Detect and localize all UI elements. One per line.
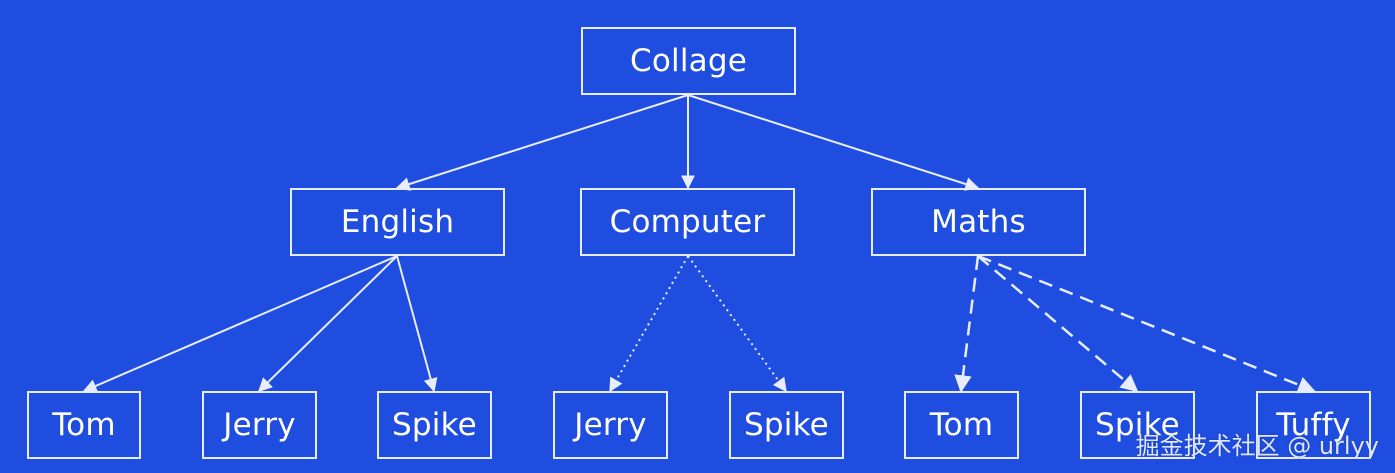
edge-english-spike [396,255,438,393]
edge-maths-spike [977,255,1139,393]
node-label: Maths [931,204,1026,240]
node-label: Jerry [574,407,647,443]
node-english: English [290,188,505,256]
node-tom-english: Tom [27,391,141,459]
node-label: Tom [929,407,994,443]
edge-collage-english [395,94,689,191]
node-label: Jerry [223,407,296,443]
node-label: English [340,204,455,240]
node-spike-computer: Spike [729,391,844,459]
node-jerry-english: Jerry [202,391,317,459]
node-maths: Maths [871,188,1086,256]
edge-english-jerry [257,255,398,392]
edge-computer-spike [687,255,787,393]
node-spike-maths: Spike [1080,391,1195,459]
node-label: Spike [1095,407,1180,443]
edge-maths-tuffy [977,254,1316,394]
node-label: Tom [52,407,116,443]
node-computer: Computer [580,188,795,256]
node-jerry-computer: Jerry [553,391,668,459]
node-tom-maths: Tom [904,391,1019,459]
edge-english-tom [82,255,398,393]
node-label: Tuffy [1276,407,1351,443]
node-label: Computer [609,204,766,240]
edge-collage-maths [687,94,980,191]
node-collage: Collage [581,27,796,95]
node-spike-english: Spike [377,391,492,459]
node-label: Spike [744,407,829,443]
watermark: 掘金技术社区 @ urlyy [1135,432,1379,460]
node-label: Spike [392,407,477,443]
node-tuffy-maths: Tuffy [1256,391,1371,459]
edge-computer-jerry [609,255,689,393]
node-label: Collage [630,43,747,79]
edge-maths-tom [954,255,980,393]
